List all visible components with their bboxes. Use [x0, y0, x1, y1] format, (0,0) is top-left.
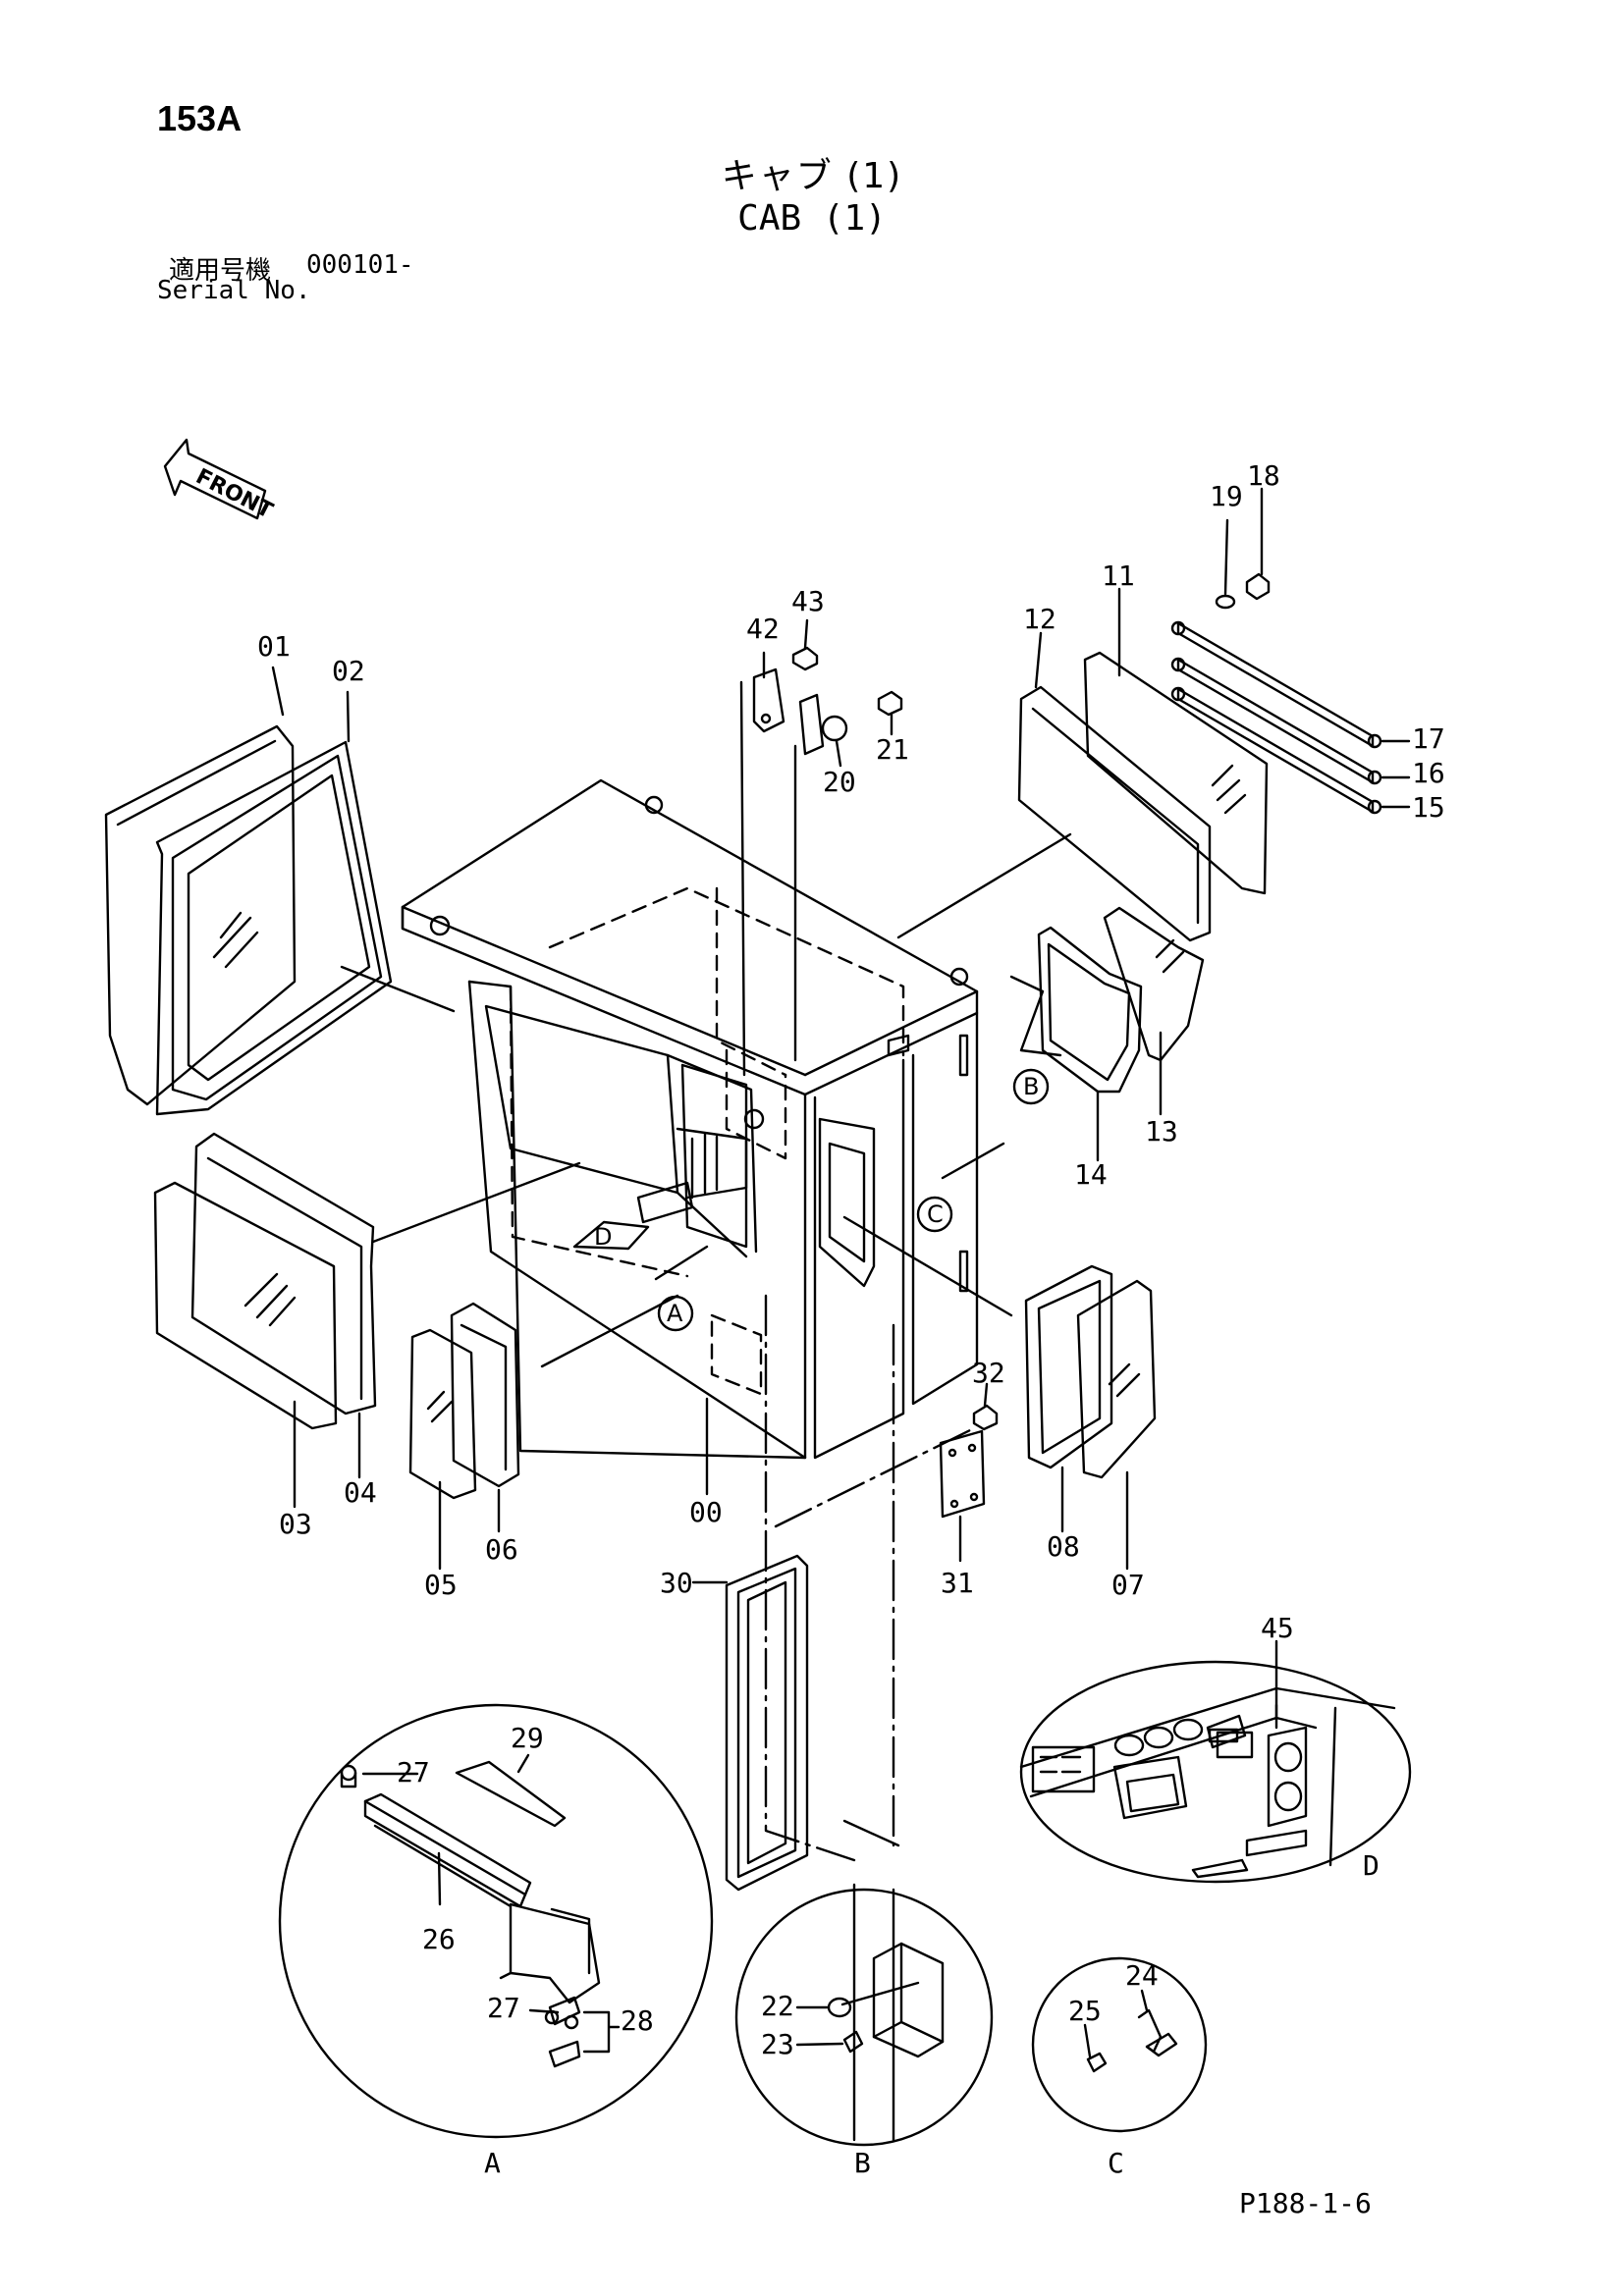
serial-label-japanese: 適用号機: [169, 256, 272, 286]
part-label-24: 24: [1125, 1959, 1159, 1992]
part-label-00: 00: [689, 1496, 723, 1528]
serial-label-english: Serial No.: [157, 276, 311, 305]
document-code: P188-1-6: [1239, 2187, 1372, 2219]
callout-a: A: [657, 1295, 694, 1332]
part-label-07: 07: [1111, 1569, 1145, 1601]
part-label-05: 05: [424, 1569, 458, 1601]
part-label-01: 01: [257, 630, 291, 663]
part-label-31: 31: [941, 1567, 974, 1599]
part-label-26: 26: [422, 1923, 456, 1955]
part-label-08: 08: [1047, 1530, 1080, 1563]
leader-lines: [340, 680, 1072, 1862]
part-label-21: 21: [876, 733, 909, 766]
side-window-assembly: [1037, 906, 1205, 1094]
part-label-15: 15: [1412, 791, 1445, 824]
part-label-02: 02: [332, 655, 365, 687]
svg-text:D: D: [594, 1223, 612, 1251]
front-glass-assembly: [104, 724, 393, 1116]
callout-c: C: [916, 1196, 953, 1233]
detail-label-d: D: [1363, 1849, 1380, 1882]
cover-plate: [939, 1404, 999, 1519]
part-label-27-lower: 27: [487, 1992, 520, 2024]
detail-label-b: B: [854, 2147, 871, 2179]
callout-b: B: [1012, 1068, 1050, 1105]
detail-view-d: [1019, 1639, 1412, 1884]
part-label-43: 43: [791, 585, 825, 617]
part-label-32: 32: [972, 1357, 1005, 1389]
serial-value: 000101-: [306, 250, 414, 280]
callout-d: D: [594, 1223, 612, 1251]
detail-label-c: C: [1108, 2147, 1124, 2179]
part-label-04: 04: [344, 1476, 377, 1509]
part-label-12: 12: [1023, 603, 1056, 635]
svg-text:C: C: [927, 1201, 944, 1228]
title-japanese: キャブ (1): [721, 156, 903, 196]
part-label-19: 19: [1210, 480, 1243, 512]
cab-body: [401, 778, 979, 1460]
part-label-25: 25: [1068, 1995, 1102, 2027]
part-label-23: 23: [761, 2028, 794, 2060]
part-label-45: 45: [1261, 1612, 1294, 1644]
part-label-16: 16: [1412, 757, 1445, 789]
side-small-glass: [408, 1302, 520, 1500]
detail-view-c: [1031, 1956, 1208, 2133]
hinge-parts: [752, 646, 903, 756]
svg-text:B: B: [1023, 1073, 1039, 1100]
page-number: 153A: [157, 98, 243, 138]
part-label-14: 14: [1074, 1158, 1108, 1191]
part-label-13: 13: [1145, 1115, 1178, 1148]
part-label-28: 28: [621, 2004, 654, 2037]
detail-link-line: [842, 1819, 900, 1847]
rear-glass-assembly: [153, 1132, 377, 1430]
svg-text:A: A: [667, 1300, 683, 1327]
part-label-27-upper: 27: [397, 1756, 430, 1789]
front-direction-marker: FRONT: [163, 438, 277, 524]
part-label-22: 22: [761, 1990, 794, 2022]
part-label-42: 42: [746, 613, 780, 645]
part-label-18: 18: [1247, 459, 1280, 492]
detail-view-a: [278, 1703, 714, 2139]
part-label-29: 29: [511, 1722, 544, 1754]
door-seal: [725, 1554, 809, 1892]
part-label-11: 11: [1102, 560, 1135, 592]
detail-label-a: A: [484, 2147, 501, 2179]
stay-rods: [1170, 572, 1382, 815]
detail-view-b: [734, 1883, 994, 2147]
title-english: CAB (1): [737, 198, 887, 239]
part-label-06: 06: [485, 1533, 518, 1566]
part-labels: 01 02 03 04 05 06 07 08 00 11 12 13 14 1…: [257, 459, 1445, 2060]
part-label-17: 17: [1412, 722, 1445, 755]
part-label-03: 03: [279, 1508, 312, 1540]
roof-glass-assembly: [1017, 651, 1269, 942]
door-glass-assembly: [1024, 1264, 1157, 1479]
part-label-30: 30: [660, 1567, 693, 1599]
part-label-20: 20: [823, 766, 856, 798]
